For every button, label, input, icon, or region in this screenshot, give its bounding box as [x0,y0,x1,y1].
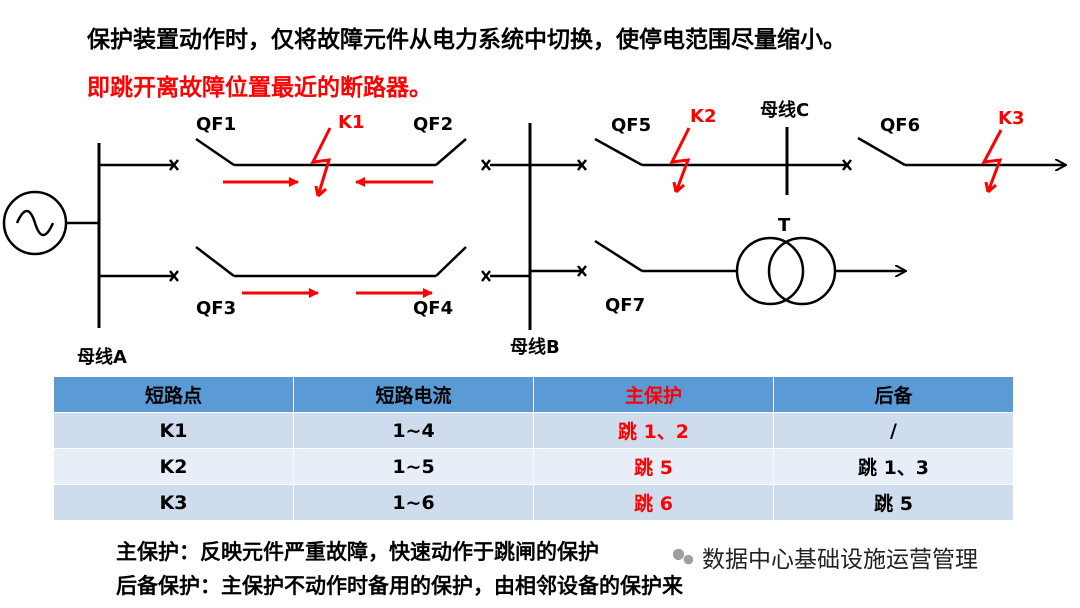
table-row: K3 1~6 跳 6 跳 5 [53,484,1014,521]
table-row: K2 1~5 跳 5 跳 1、3 [53,448,1014,485]
label-k3: K3 [998,108,1024,129]
cell-fault-point: K2 [53,448,294,485]
title-line-2: 即跳开离故障位置最近的断路器。 [87,75,432,101]
fault-bolt-k1 [310,127,332,197]
lower-right-path [530,236,905,306]
cell-main-protection: 跳 6 [533,484,774,521]
label-bus-a: 母线A [77,346,127,368]
cell-fault-current: 1~6 [293,484,534,521]
protection-table: 短路点 短路电流 主保护 后备 K1 1~4 跳 1、2 / K2 1~5 跳 … [53,376,1014,521]
label-qf5: QF5 [611,115,651,136]
label-qf2: QF2 [413,114,453,135]
fault-current-arrows [223,177,433,298]
label-bus-c: 母线C [760,99,809,121]
cell-fault-point: K3 [53,484,294,521]
cell-main-protection: 跳 1、2 [533,412,774,449]
col-header-main-protection: 主保护 [533,376,774,413]
label-qf3: QF3 [196,298,236,319]
cell-backup: 跳 1、3 [773,448,1014,485]
fault-bolt-k2 [669,127,691,193]
label-qf6: QF6 [880,115,920,136]
cell-backup: / [773,412,1014,449]
transformer-coil-1 [735,236,805,306]
label-qf1: QF1 [196,114,236,135]
cell-fault-point: K1 [53,412,294,449]
cell-main-protection: 跳 5 [533,448,774,485]
table-row: K1 1~4 跳 1、2 / [53,412,1014,449]
col-header-fault-point: 短路点 [53,376,294,413]
note-backup-protection: 后备保护：主保护不动作时备用的保护，由相邻设备的保护来 [116,574,683,598]
watermark: 数据中心基础设施运营管理 [668,540,978,574]
title-line-1: 保护装置动作时，仅将故障元件从电力系统中切换，使停电范围尽量缩小。 [87,27,846,53]
upper-right-path [530,127,1065,195]
label-qf4: QF4 [413,298,453,319]
table-header-row: 短路点 短路电流 主保护 后备 [53,376,1014,413]
label-transformer: T [778,215,791,236]
cell-backup: 跳 5 [773,484,1014,521]
cell-fault-current: 1~4 [293,412,534,449]
note-main-protection: 主保护：反映元件严重故障，快速动作于跳闸的保护 [116,540,599,564]
lower-feeder [99,246,530,282]
col-header-fault-current: 短路电流 [293,376,534,413]
wechat-icon [668,544,698,570]
cell-fault-current: 1~5 [293,448,534,485]
fault-bolt-k3 [981,129,1003,193]
col-header-backup: 后备 [773,376,1014,413]
label-k2: K2 [690,106,716,127]
circuit-diagram: QF1 QF2 QF3 QF4 QF5 QF6 QF7 母线A 母线B 母线C … [2,99,1080,368]
label-k1: K1 [338,112,364,133]
watermark-text: 数据中心基础设施运营管理 [702,547,978,573]
fault-bolts [310,127,1003,198]
label-bus-b: 母线B [510,336,560,358]
generator-symbol [2,190,68,256]
label-qf7: QF7 [605,295,645,316]
upper-feeder [99,137,530,171]
